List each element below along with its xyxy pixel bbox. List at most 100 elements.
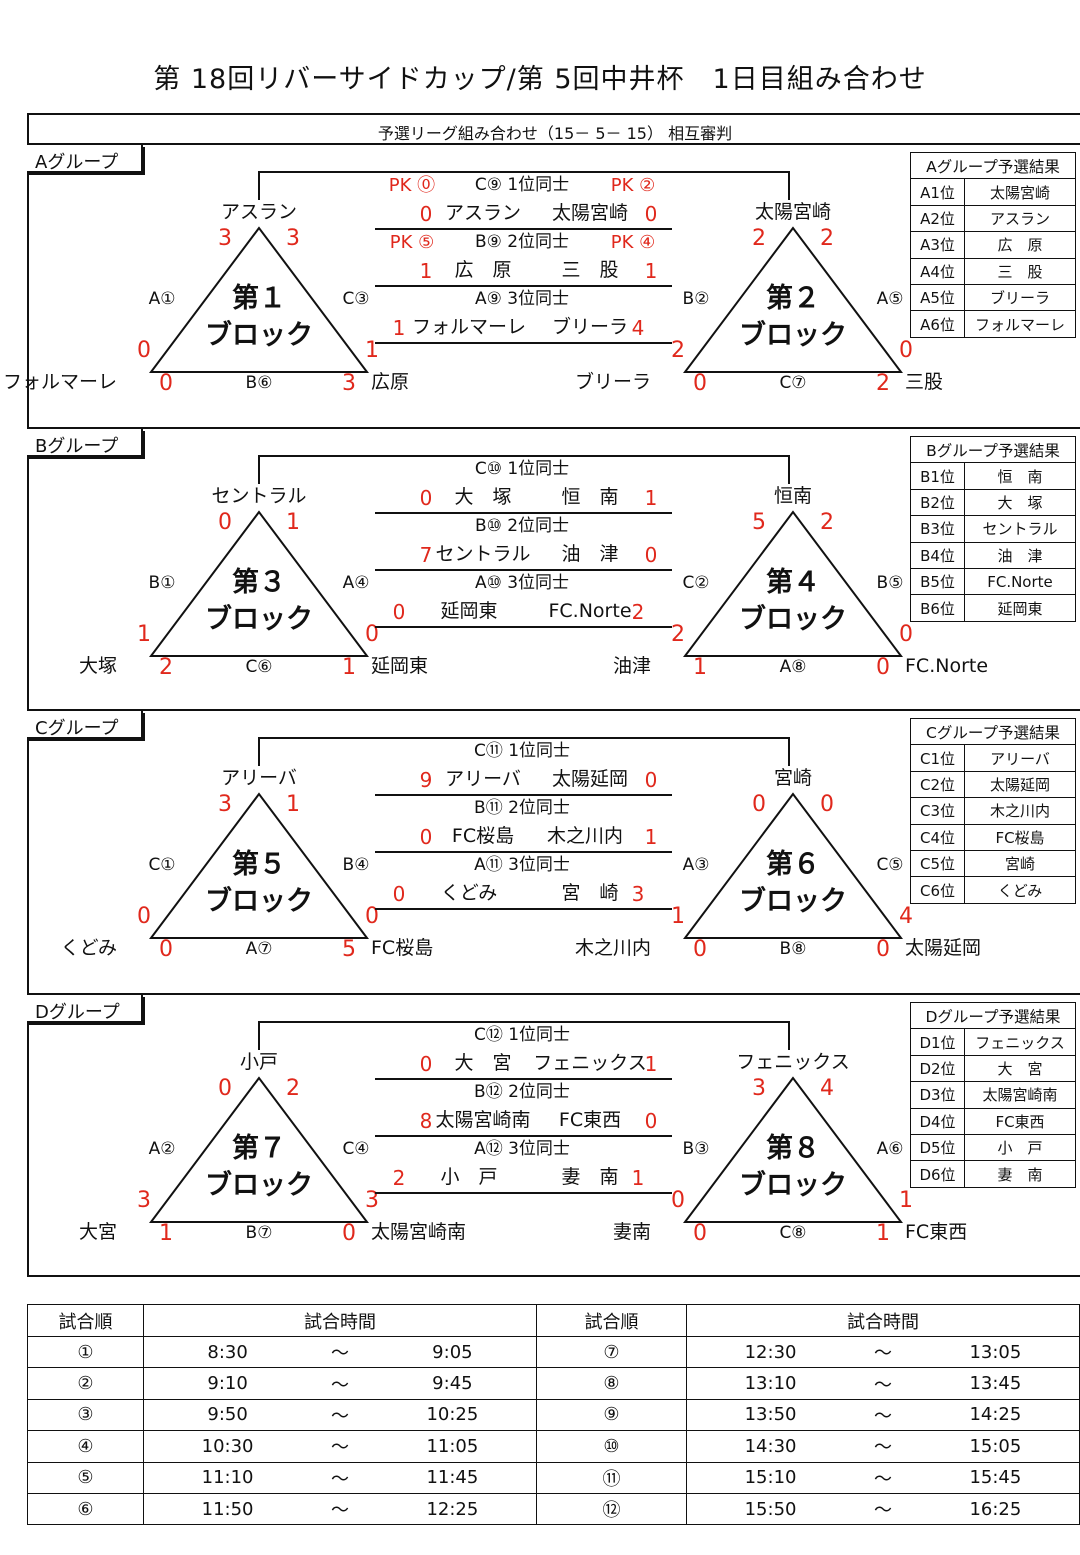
time-separator: ～ (311, 1367, 369, 1400)
score: 1 (693, 655, 707, 680)
result-team: 油 津 (964, 541, 1076, 569)
match-header: C⑫ 1位同士 (473, 1025, 571, 1045)
result-rank: B4位 (910, 541, 965, 569)
score: 0 (820, 792, 834, 817)
score: 0 (876, 655, 890, 680)
match-underline (375, 908, 672, 910)
match-underline (375, 1192, 672, 1194)
match-header: B⑩ 2位同士 (474, 516, 570, 536)
match-code-bottom: B⑧ (779, 939, 807, 959)
score: 1 (137, 622, 151, 647)
match-header: A⑪ 3位同士 (474, 855, 570, 875)
match-team: 太陽宮崎 (551, 202, 629, 224)
match-team: 宮 崎 (561, 882, 619, 904)
time-separator: ～ (854, 1335, 912, 1369)
team-left: 木之川内 (574, 937, 651, 959)
score: 4 (820, 1076, 834, 1101)
result-rank: A2位 (910, 204, 965, 233)
end-time: 12:25 (368, 1492, 537, 1526)
result-table-header: Bグループ予選結果 (910, 435, 1076, 464)
result-team: 三 股 (964, 257, 1076, 285)
match-header: A⑩ 3位同士 (474, 573, 570, 593)
start-time: 11:50 (143, 1492, 312, 1526)
match-team: 油 津 (561, 543, 619, 565)
group-separator (27, 709, 1080, 711)
block-name-line2: ブロック (739, 604, 847, 635)
score: 1 (644, 259, 658, 283)
match-code-left: B① (148, 573, 176, 593)
result-team: フェニックス (964, 1028, 1076, 1056)
block-name-line2: ブロック (739, 886, 847, 917)
result-rank: B6位 (910, 594, 965, 622)
match-team: アスラン (444, 202, 522, 224)
start-time: 13:50 (685, 1398, 855, 1432)
team-right: FC.Norte (905, 655, 989, 677)
score: 1 (159, 1221, 173, 1246)
match-code-right: B⑤ (876, 573, 904, 593)
match-code-left: C① (148, 855, 176, 875)
start-time: 9:50 (143, 1398, 312, 1432)
score: 1 (644, 825, 658, 849)
score: 2 (876, 371, 890, 396)
match-underline (375, 512, 672, 514)
score: 5 (752, 510, 766, 535)
result-team: 延岡東 (964, 594, 1076, 622)
match-code-left: A① (148, 289, 176, 309)
score: 0 (342, 1221, 356, 1246)
match-header: C⑩ 1位同士 (474, 459, 570, 479)
match-team: 延岡東 (440, 600, 498, 622)
block-triangle (149, 510, 369, 657)
score: 9 (419, 768, 433, 792)
score: 2 (671, 622, 685, 647)
team-top: 宮崎 (773, 767, 813, 789)
team-top: 小戸 (239, 1051, 279, 1073)
result-rank: C2位 (910, 770, 965, 799)
time-separator: ～ (311, 1492, 369, 1526)
score: 4 (899, 904, 913, 929)
end-time: 9:05 (368, 1335, 537, 1369)
team-top: アリーバ (221, 767, 297, 789)
team-left: フォルマーレ (2, 371, 117, 393)
team-right: 三股 (905, 371, 944, 393)
result-rank: C4位 (910, 823, 965, 851)
match-team: FC桜島 (451, 825, 515, 847)
match-order: ⑥ (27, 1492, 144, 1526)
group-tab: Bグループ (27, 429, 143, 457)
match-header: C⑪ 1位同士 (473, 741, 571, 761)
end-time: 14:25 (911, 1398, 1080, 1432)
match-order: ② (27, 1367, 144, 1400)
score: 0 (419, 1052, 433, 1076)
match-team: 広 原 (454, 259, 512, 281)
match-code-bottom: B⑦ (245, 1223, 273, 1243)
result-rank: C1位 (910, 744, 965, 772)
score: 3 (218, 792, 232, 817)
group-tab: Dグループ (27, 995, 143, 1023)
match-code-right: C④ (342, 1139, 370, 1159)
end-time: 9:45 (368, 1367, 537, 1400)
score: 0 (419, 825, 433, 849)
match-code-left: B③ (682, 1139, 710, 1159)
match-order: ⑪ (535, 1461, 687, 1494)
match-header: C⑨ 1位同士 (474, 175, 570, 195)
score: 0 (693, 371, 707, 396)
score: 1 (419, 259, 433, 283)
match-code-bottom: C⑦ (779, 373, 807, 393)
match-order: ⑫ (535, 1492, 687, 1526)
score: 5 (342, 937, 356, 962)
block-name-line2: ブロック (205, 886, 313, 917)
score: 2 (631, 600, 645, 624)
result-team: 妻 南 (964, 1160, 1076, 1188)
match-underline (375, 1135, 672, 1137)
result-rank: A6位 (910, 310, 965, 338)
match-team: フォルマーレ (411, 316, 527, 338)
match-team: ブリーラ (551, 316, 629, 338)
score: 3 (286, 226, 300, 251)
result-rank: B3位 (910, 515, 965, 543)
score: 1 (899, 1188, 913, 1213)
team-right: 延岡東 (371, 655, 429, 677)
score: 0 (365, 904, 379, 929)
result-team: くどみ (964, 876, 1076, 904)
